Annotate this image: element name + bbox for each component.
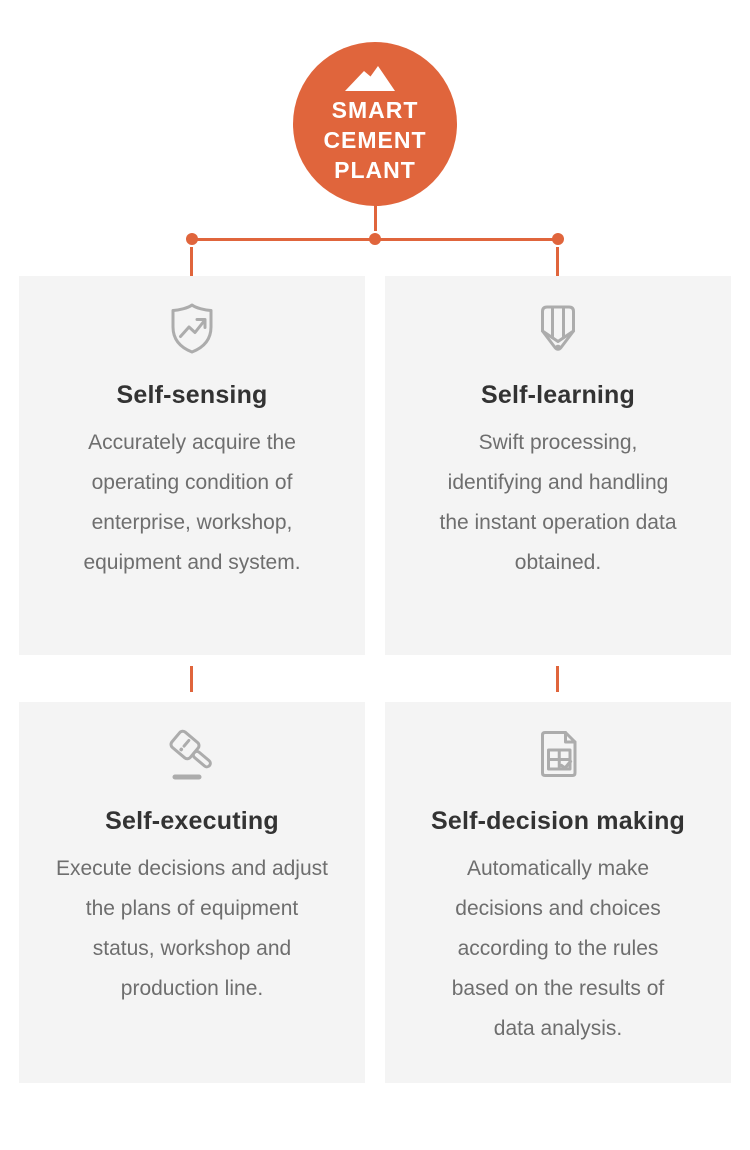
card-title: Self-sensing — [116, 381, 268, 409]
card-description: Accurately acquire the operating conditi… — [83, 431, 301, 574]
connector-dot-left — [186, 233, 198, 245]
card-description: Automatically make decisions and choices… — [451, 857, 665, 1040]
connector-dot-center — [369, 233, 381, 245]
connector-stub-mid-left — [190, 666, 193, 692]
connector-stub-top-left — [190, 247, 193, 276]
card-description: Execute decisions and adjust the plans o… — [55, 857, 328, 1000]
card-self-executing: Self-executing Execute decisions and adj… — [19, 702, 365, 1083]
shield-trend-icon — [19, 298, 365, 358]
card-title: Self-executing — [105, 807, 279, 835]
card-title: Self-decision making — [430, 807, 686, 835]
pencil-badge-icon — [385, 298, 731, 358]
connector-stub-mid-right — [556, 666, 559, 692]
connector-stub-top-right — [556, 247, 559, 276]
card-description: Swift processing, identifying and handli… — [439, 431, 677, 574]
hub-circle: SMART CEMENT PLANT — [293, 42, 457, 206]
document-table-check-icon — [385, 724, 731, 784]
connector-stem — [374, 204, 377, 231]
gavel-icon — [19, 724, 365, 784]
connector-dot-right — [552, 233, 564, 245]
card-self-learning: Self-learning Swift processing, identify… — [385, 276, 731, 655]
card-title: Self-learning — [480, 381, 636, 409]
hub-label: SMART CEMENT PLANT — [323, 96, 427, 183]
mountain-icon — [345, 65, 395, 91]
card-self-sensing: Self-sensing Accurately acquire the oper… — [19, 276, 365, 655]
card-self-decision-making: Self-decision making Automatically make … — [385, 702, 731, 1083]
